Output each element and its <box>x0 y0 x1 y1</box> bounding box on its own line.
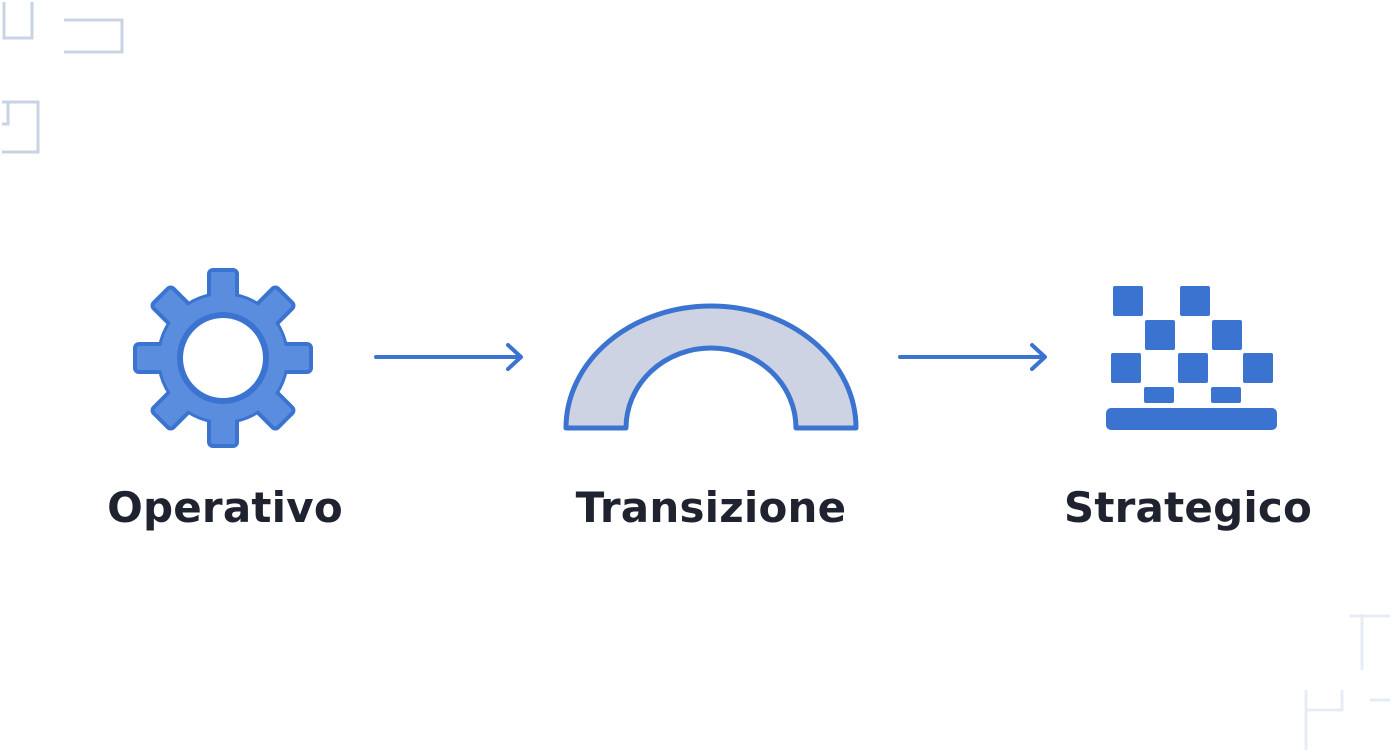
gear-icon <box>133 268 313 448</box>
stage-label-transizione: Transizione <box>575 483 847 532</box>
corner-decoration-bottom-icon <box>1304 614 1390 750</box>
stage-label-operativo: Operativo <box>107 483 343 532</box>
stage-label-strategico: Strategico <box>1063 483 1313 532</box>
arrow-right-icon <box>898 343 1047 371</box>
arch-bridge-icon <box>563 303 859 431</box>
chessboard-icon <box>1106 286 1277 430</box>
arrow-right-icon <box>374 343 523 371</box>
corner-decoration-icon <box>2 2 124 154</box>
